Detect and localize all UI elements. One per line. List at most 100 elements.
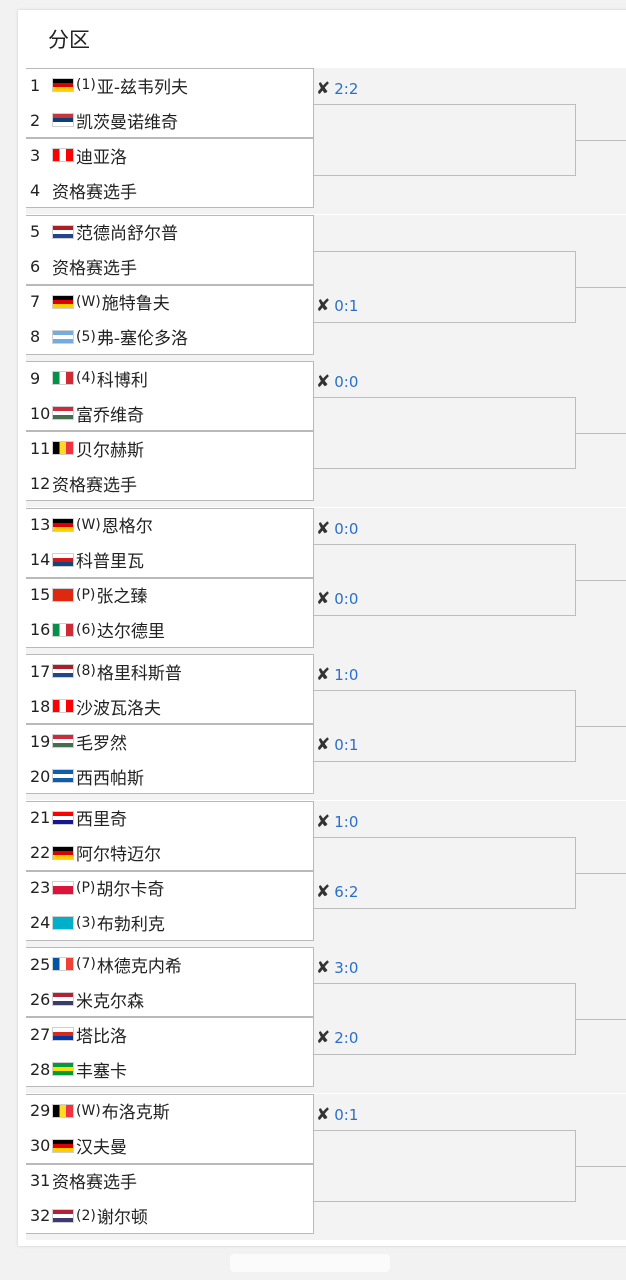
player-row[interactable]: 8(5)弗-塞伦多洛 <box>30 320 314 354</box>
draw-position: 1 <box>30 75 41 95</box>
nl-flag-icon <box>52 224 74 239</box>
player-row[interactable]: 25(7)林德克内希 <box>30 947 314 981</box>
draw-position: 19 <box>30 731 51 751</box>
h2h-score-value: 1:0 <box>334 666 359 684</box>
match-pair-box[interactable] <box>26 431 314 501</box>
draw-position: 3 <box>30 145 41 165</box>
rs-flag-icon <box>52 113 74 127</box>
match-pair-box[interactable] <box>26 1017 314 1087</box>
draw-position: 21 <box>30 808 51 827</box>
match-pair-box[interactable] <box>26 800 314 871</box>
draw-position: 22 <box>30 843 51 862</box>
h2h-score[interactable]: ✘0:1 <box>316 735 358 755</box>
player-row[interactable]: 16(6)达尔德里 <box>30 613 314 647</box>
match-pair-box[interactable] <box>26 361 314 431</box>
player-row[interactable]: 24(3)布勃利克 <box>30 906 314 940</box>
gr-flag-icon <box>52 769 74 783</box>
match-pair-box[interactable] <box>26 1163 314 1234</box>
player-name: 塔比洛 <box>76 1026 127 1047</box>
h2h-score-value: 0:0 <box>334 519 359 538</box>
kz-flag-icon <box>52 915 74 930</box>
player-name: 恩格尔 <box>101 517 153 537</box>
player-name: 汉夫曼 <box>76 1138 127 1158</box>
match-pair-box[interactable] <box>26 284 314 355</box>
h2h-score[interactable]: ✘1:0 <box>316 665 358 685</box>
player-seed: (6) <box>76 621 96 638</box>
h2h-score[interactable]: ✘2:2 <box>316 79 358 99</box>
player-name: 沙波瓦洛夫 <box>76 698 161 719</box>
de-flag-icon <box>52 517 74 532</box>
match-pair-box[interactable] <box>26 68 314 138</box>
match-pair-box[interactable] <box>26 654 314 724</box>
h2h-score[interactable]: ✘1:0 <box>316 812 358 832</box>
de-flag-icon <box>52 294 74 309</box>
player-row[interactable]: 19 毛罗然 <box>30 724 314 758</box>
match-pair-box[interactable] <box>26 507 314 578</box>
round2-bracket-line <box>314 250 576 323</box>
h2h-score[interactable]: ✘3:0 <box>316 958 358 978</box>
player-name: 资格赛选手 <box>52 182 137 203</box>
player-name: 谢尔顿 <box>96 1208 148 1228</box>
be-flag-icon <box>52 1103 74 1118</box>
h2h-score[interactable]: ✘0:1 <box>316 296 358 316</box>
draw-position: 30 <box>30 1136 51 1155</box>
player-row[interactable]: 15(P)张之臻 <box>30 578 314 612</box>
ca-flag-icon <box>52 699 74 713</box>
match-pair-box[interactable] <box>26 724 314 794</box>
crossed-rackets-icon: ✘ <box>316 588 331 609</box>
h2h-score[interactable]: ✘0:0 <box>316 519 358 539</box>
player-row[interactable]: 30 汉夫曼 <box>30 1129 314 1163</box>
player-name: 布勃利克 <box>96 915 165 935</box>
player-row[interactable]: 13(W)恩格尔 <box>30 508 314 542</box>
player-seed: (P) <box>76 879 96 896</box>
draw-position: 5 <box>30 222 41 241</box>
cl-flag-icon <box>52 1027 74 1041</box>
player-name: 西西帕斯 <box>76 768 144 789</box>
draw-position: 29 <box>30 1101 51 1120</box>
player-row[interactable]: 17(8)格里科斯普 <box>30 654 314 688</box>
player-row[interactable]: 29(W)布洛克斯 <box>30 1094 314 1128</box>
de-flag-icon <box>52 1138 74 1153</box>
crossed-rackets-icon: ✘ <box>316 518 331 539</box>
player-name: 弗-塞伦多洛 <box>96 329 188 349</box>
player-row[interactable]: 9(4)科博利 <box>30 361 314 395</box>
h2h-score[interactable]: ✘0:0 <box>316 589 358 609</box>
match-pair-box[interactable] <box>26 577 314 648</box>
player-row[interactable]: 23(P)胡尔卡奇 <box>30 871 314 905</box>
h2h-score[interactable]: ✘2:0 <box>316 1028 358 1048</box>
player-name: 毛罗然 <box>76 733 127 754</box>
h2h-score[interactable]: ✘0:1 <box>316 1105 358 1125</box>
match-pair-box[interactable] <box>26 947 314 1017</box>
round2-bracket-line <box>314 690 576 762</box>
player-row[interactable]: 1(1)亚-兹韦列夫 <box>30 68 314 102</box>
match-pair-box[interactable] <box>26 214 314 285</box>
match-pair-box[interactable] <box>26 870 314 941</box>
draw-position: 8 <box>30 327 41 346</box>
round3-connector-line <box>576 1019 626 1020</box>
round3-connector-line <box>576 286 626 288</box>
player-name: 资格赛选手 <box>52 259 137 279</box>
player-row[interactable]: 32(2)谢尔顿 <box>30 1199 314 1233</box>
player-row[interactable]: 7(W)施特鲁夫 <box>30 285 314 319</box>
match-pair-box[interactable] <box>26 138 314 208</box>
h2h-score[interactable]: ✘6:2 <box>316 882 358 902</box>
h2h-score[interactable]: ✘0:0 <box>316 372 358 392</box>
match-pair-box[interactable] <box>26 1093 314 1164</box>
